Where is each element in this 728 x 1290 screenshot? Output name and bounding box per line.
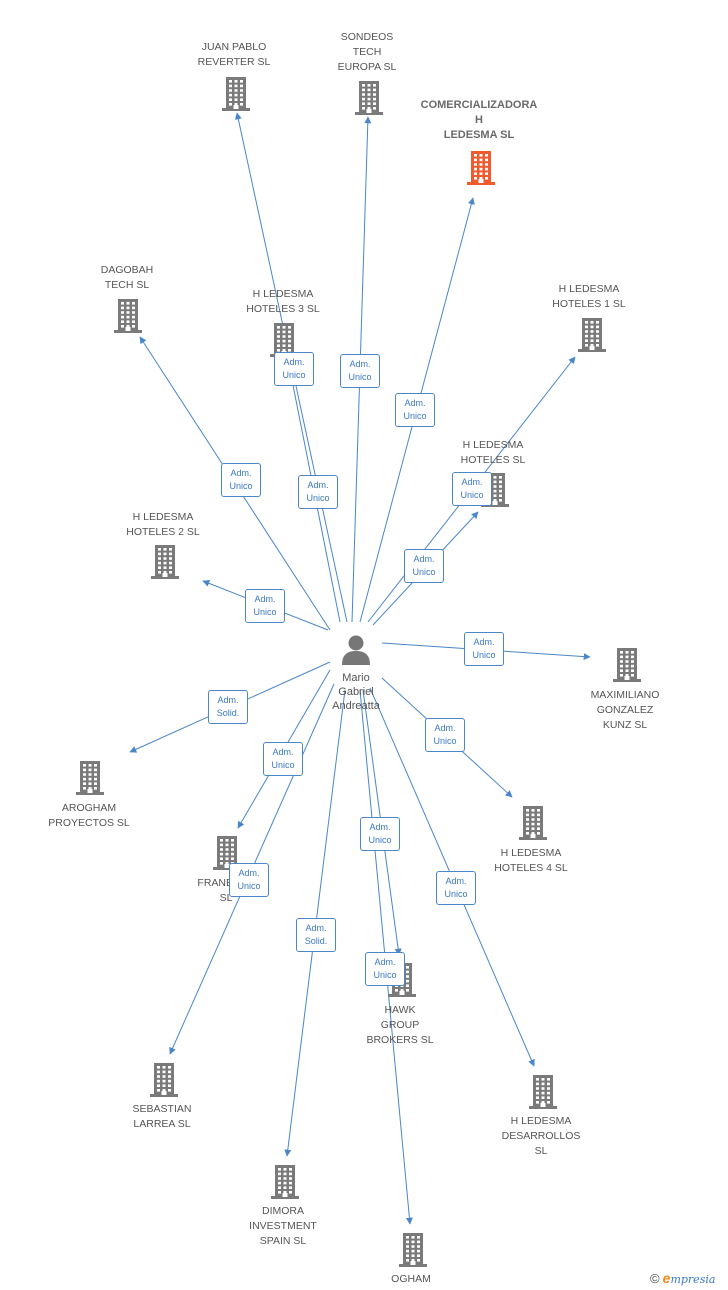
edge-label-hawk-group-brokers[interactable]: Adm. Unico <box>360 817 400 851</box>
company-label-sondeos-tech-europa[interactable]: SONDEOS TECH EUROPA SL <box>337 31 397 73</box>
edge-label-arogham-proyectos[interactable]: Adm. Solid. <box>208 690 248 724</box>
building-icon-ogham[interactable] <box>399 1233 427 1267</box>
copyright-symbol: © <box>650 1271 660 1286</box>
company-label-h-ledesma-hoteles-2[interactable]: H LEDESMA HOTELES 2 SL <box>126 511 200 538</box>
person-name-label: Mario Gabriel Andreatta <box>332 672 380 712</box>
building-icon-franbrea[interactable] <box>213 836 241 870</box>
brand-logo-text: mpresia <box>670 1273 716 1286</box>
building-icon-dagobah-tech[interactable] <box>114 299 142 333</box>
company-label-comercializadora-h-ledesma[interactable]: COMERCIALIZADORA H LEDESMA SL <box>420 99 538 141</box>
edge-label-h-ledesma-hoteles-3[interactable]: Adm. Unico <box>298 475 338 509</box>
building-icon-sebastian-larrea[interactable] <box>150 1063 178 1097</box>
edge-label-sebastian-larrea[interactable]: Adm. Unico <box>229 863 269 897</box>
company-label-h-ledesma-hoteles-1[interactable]: H LEDESMA HOTELES 1 SL <box>552 283 626 310</box>
company-label-h-ledesma-hoteles-4[interactable]: H LEDESMA HOTELES 4 SL <box>494 847 568 874</box>
edge-label-comercializadora-h-ledesma[interactable]: Adm. Unico <box>395 393 435 427</box>
building-icon-sondeos-tech-europa[interactable] <box>355 81 383 115</box>
brand-logo-e: e <box>662 1270 671 1286</box>
edge-label-dimora-investment-spain[interactable]: Adm. Solid. <box>296 918 336 952</box>
company-label-dagobah-tech[interactable]: DAGOBAH TECH SL <box>100 264 154 291</box>
building-icon-h-ledesma-hoteles-4[interactable] <box>519 806 547 840</box>
company-label-dimora-investment-spain[interactable]: DIMORA INVESTMENT SPAIN SL <box>249 1205 317 1247</box>
edge-label-ogham[interactable]: Adm. Unico <box>365 952 405 986</box>
edge-label-h-ledesma-hoteles-4[interactable]: Adm. Unico <box>425 718 465 752</box>
edge-label-h-ledesma-hoteles-2[interactable]: Adm. Unico <box>245 589 285 623</box>
building-icon-comercializadora-h-ledesma[interactable] <box>467 151 495 185</box>
building-icon-dimora-investment-spain[interactable] <box>271 1165 299 1199</box>
footer-credit: © empresia <box>650 1270 715 1286</box>
edge-label-h-ledesma-hoteles[interactable]: Adm. Unico <box>404 549 444 583</box>
company-label-sebastian-larrea[interactable]: SEBASTIAN LARREA SL <box>132 1103 192 1130</box>
edge-label-juan-pablo-reverter[interactable]: Adm. Unico <box>274 352 314 386</box>
building-icon-h-ledesma-hoteles-2[interactable] <box>151 545 179 579</box>
company-label-ogham[interactable]: OGHAM <box>391 1273 431 1285</box>
edge-label-h-ledesma-hoteles-1[interactable]: Adm. Unico <box>452 472 492 506</box>
company-label-maximiliano-gonzalez-kunz[interactable]: MAXIMILIANO GONZALEZ KUNZ SL <box>590 689 660 731</box>
building-icon-h-ledesma-hoteles-1[interactable] <box>578 318 606 352</box>
edge-label-franbrea[interactable]: Adm. Unico <box>263 742 303 776</box>
building-icon-arogham-proyectos[interactable] <box>76 761 104 795</box>
company-label-h-ledesma-hoteles-3[interactable]: H LEDESMA HOTELES 3 SL <box>246 288 320 315</box>
building-icon-juan-pablo-reverter[interactable] <box>222 77 250 111</box>
company-label-hawk-group-brokers[interactable]: HAWK GROUP BROKERS SL <box>366 1004 434 1046</box>
company-label-h-ledesma-desarrollos[interactable]: H LEDESMA DESARROLLOS SL <box>501 1115 581 1157</box>
company-label-arogham-proyectos[interactable]: AROGHAM PROYECTOS SL <box>48 802 130 829</box>
company-label-juan-pablo-reverter[interactable]: JUAN PABLO REVERTER SL <box>197 41 271 68</box>
company-label-franbrea[interactable]: FRANBREA SL <box>197 877 255 904</box>
company-label-h-ledesma-hoteles[interactable]: H LEDESMA HOTELES SL <box>460 439 526 466</box>
building-icon-h-ledesma-desarrollos[interactable] <box>529 1075 557 1109</box>
edge-label-maximiliano-gonzalez-kunz[interactable]: Adm. Unico <box>464 632 504 666</box>
person-icon[interactable] <box>342 635 370 666</box>
edge-label-h-ledesma-desarrollos[interactable]: Adm. Unico <box>436 871 476 905</box>
edge-label-dagobah-tech[interactable]: Adm. Unico <box>221 463 261 497</box>
building-icon-maximiliano-gonzalez-kunz[interactable] <box>613 648 641 682</box>
edge-label-sondeos-tech-europa[interactable]: Adm. Unico <box>340 354 380 388</box>
